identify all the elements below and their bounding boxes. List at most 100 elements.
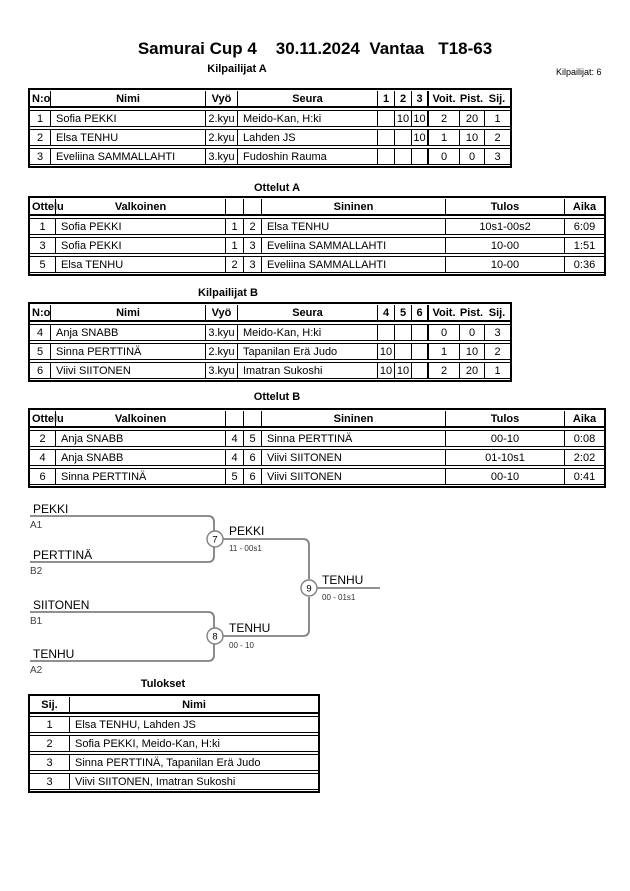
cell-name: Elsa TENHU, Lahden JS [69,716,318,733]
table-row: 5 Sinna PERTTINÄ 2.kyu Tapanilan Erä Jud… [30,343,510,360]
cell-time: 1:51 [564,237,604,254]
cell-white-name: Anja SNABB [55,430,225,447]
cell-score [411,343,427,360]
cell-wins: 2 [427,110,459,127]
cell-match-number: 2 [30,430,55,447]
match-number-circle [300,579,318,597]
cell-blue-number: 5 [243,430,261,447]
cell-number: 4 [30,324,50,341]
cell-wins: 1 [427,129,459,146]
cell-name: Viivi SIITONEN, Imatran Sukoshi [69,773,318,790]
table-header-row: Ottelu Valkoinen Sininen Tulos Aika [30,199,604,216]
cell-wins: 0 [427,324,459,341]
cell-belt: 3.kyu [205,362,237,379]
cell-blue-name: Elsa TENHU [261,218,445,235]
table-row: 3 Sofia PEKKI 1 3 Eveliina SAMMALLAHTI 1… [30,237,604,254]
section-label-kilpailijat-b: Kilpailijat B [198,287,258,299]
cell-name: Anja SNABB [50,324,205,341]
cell-rank: 2 [30,735,69,752]
cell-name: Elsa TENHU [50,129,205,146]
col-header: N:o [30,305,50,322]
cell-rank: 3 [484,324,510,341]
cell-score [411,324,427,341]
cell-white-number: 1 [225,218,243,235]
cell-blue-name: Eveliina SAMMALLAHTI [261,237,445,254]
cell-score [377,129,394,146]
table-row: 6 Viivi SIITONEN 3.kyu Imatran Sukoshi 1… [30,362,510,379]
cell-result: 10s1-00s2 [445,218,564,235]
cell-rank: 1 [30,716,69,733]
table-row: 2 Anja SNABB 4 5 Sinna PERTTINÄ 00-10 0:… [30,430,604,447]
cell-points: 0 [459,148,484,165]
col-header: Valkoinen [55,199,225,216]
cell-belt: 3.kyu [205,324,237,341]
cell-rank: 2 [484,129,510,146]
cell-name: Sinna PERTTINÄ [50,343,205,360]
col-header: 3 [411,91,427,108]
cell-blue-number: 3 [243,237,261,254]
cell-club: Meido-Kan, H:ki [237,110,377,127]
col-header: Pist. [459,91,484,108]
bracket-winner-name: PEKKI [229,524,264,538]
cell-blue-number: 2 [243,218,261,235]
col-header: Tulos [445,199,564,216]
cell-name: Sinna PERTTINÄ, Tapanilan Erä Judo [69,754,318,771]
section-label-ottelut-a: Ottelut A [253,182,301,194]
kilpailijat-a-table: N:o Nimi Vyö Seura 1 2 3 Voit. Pist. Sij… [28,88,512,168]
col-header: Aika [564,199,604,216]
bracket-winner-name: TENHU [229,621,270,635]
col-header: Ottelu [30,199,64,216]
cell-score: 10 [377,343,394,360]
cell-number: 1 [30,110,50,127]
col-header: Pist. [459,305,484,322]
bracket-winner-line-semifinal1 [223,538,310,579]
cell-club: Fudoshin Rauma [237,148,377,165]
cell-belt: 2.kyu [205,343,237,360]
col-header: 5 [394,305,411,322]
col-header: Voit. [427,91,459,108]
cell-result: 10-00 [445,256,564,273]
cell-blue-number: 3 [243,256,261,273]
cell-wins: 2 [427,362,459,379]
cell-score: 10 [411,129,427,146]
cell-blue-number: 6 [243,449,261,466]
bracket-match-score: 11 - 00s1 [229,544,262,553]
table-row: 4 Anja SNABB 4 6 Viivi SIITONEN 01-10s1 … [30,449,604,466]
cell-wins: 0 [427,148,459,165]
cell-belt: 3.kyu [205,148,237,165]
cell-time: 0:08 [564,430,604,447]
bracket-match-score: 00 - 01s1 [322,593,356,602]
col-header: Seura [237,91,377,108]
cell-white-name: Anja SNABB [55,449,225,466]
table-row: 6 Sinna PERTTINÄ 5 6 Viivi SIITONEN 00-1… [30,468,604,485]
kilpailijat-b-table: N:o Nimi Vyö Seura 4 5 6 Voit. Pist. Sij… [28,302,512,382]
cell-rank: 1 [484,362,510,379]
col-header: Nimi [50,91,205,108]
table-header-row: Sij. Nimi [30,697,318,714]
cell-white-name: Sofia PEKKI [55,218,225,235]
table-row: 3 Eveliina SAMMALLAHTI 3.kyu Fudoshin Ra… [30,148,510,165]
col-header: Vyö [205,305,237,322]
tulokset-table: Sij. Nimi 1 Elsa TENHU, Lahden JS 2 Sofi… [28,694,320,793]
cell-blue-name: Viivi SIITONEN [261,468,445,485]
col-header: Voit. [427,305,459,322]
match-number-circle [206,530,224,548]
cell-time: 6:09 [564,218,604,235]
competitor-count: Kilpailijat: 6 [556,67,602,77]
cell-rank: 3 [30,754,69,771]
cell-rank: 2 [484,343,510,360]
col-header [243,199,261,216]
table-row: 5 Elsa TENHU 2 3 Eveliina SAMMALLAHTI 10… [30,256,604,273]
match-number: 9 [306,584,311,595]
section-label-tulokset: Tulokset [140,678,186,690]
cell-result: 00-10 [445,430,564,447]
bracket-winner-line-semifinal2 [223,597,310,637]
match-number: 7 [212,535,217,546]
col-header: 1 [377,91,394,108]
cell-number: 2 [30,129,50,146]
bracket-entry-name: PEKKI [33,502,68,516]
cell-match-number: 5 [30,256,55,273]
cell-number: 5 [30,343,50,360]
cell-rank: 3 [30,773,69,790]
section-label-kilpailijat-a: Kilpailijat A [207,63,267,75]
